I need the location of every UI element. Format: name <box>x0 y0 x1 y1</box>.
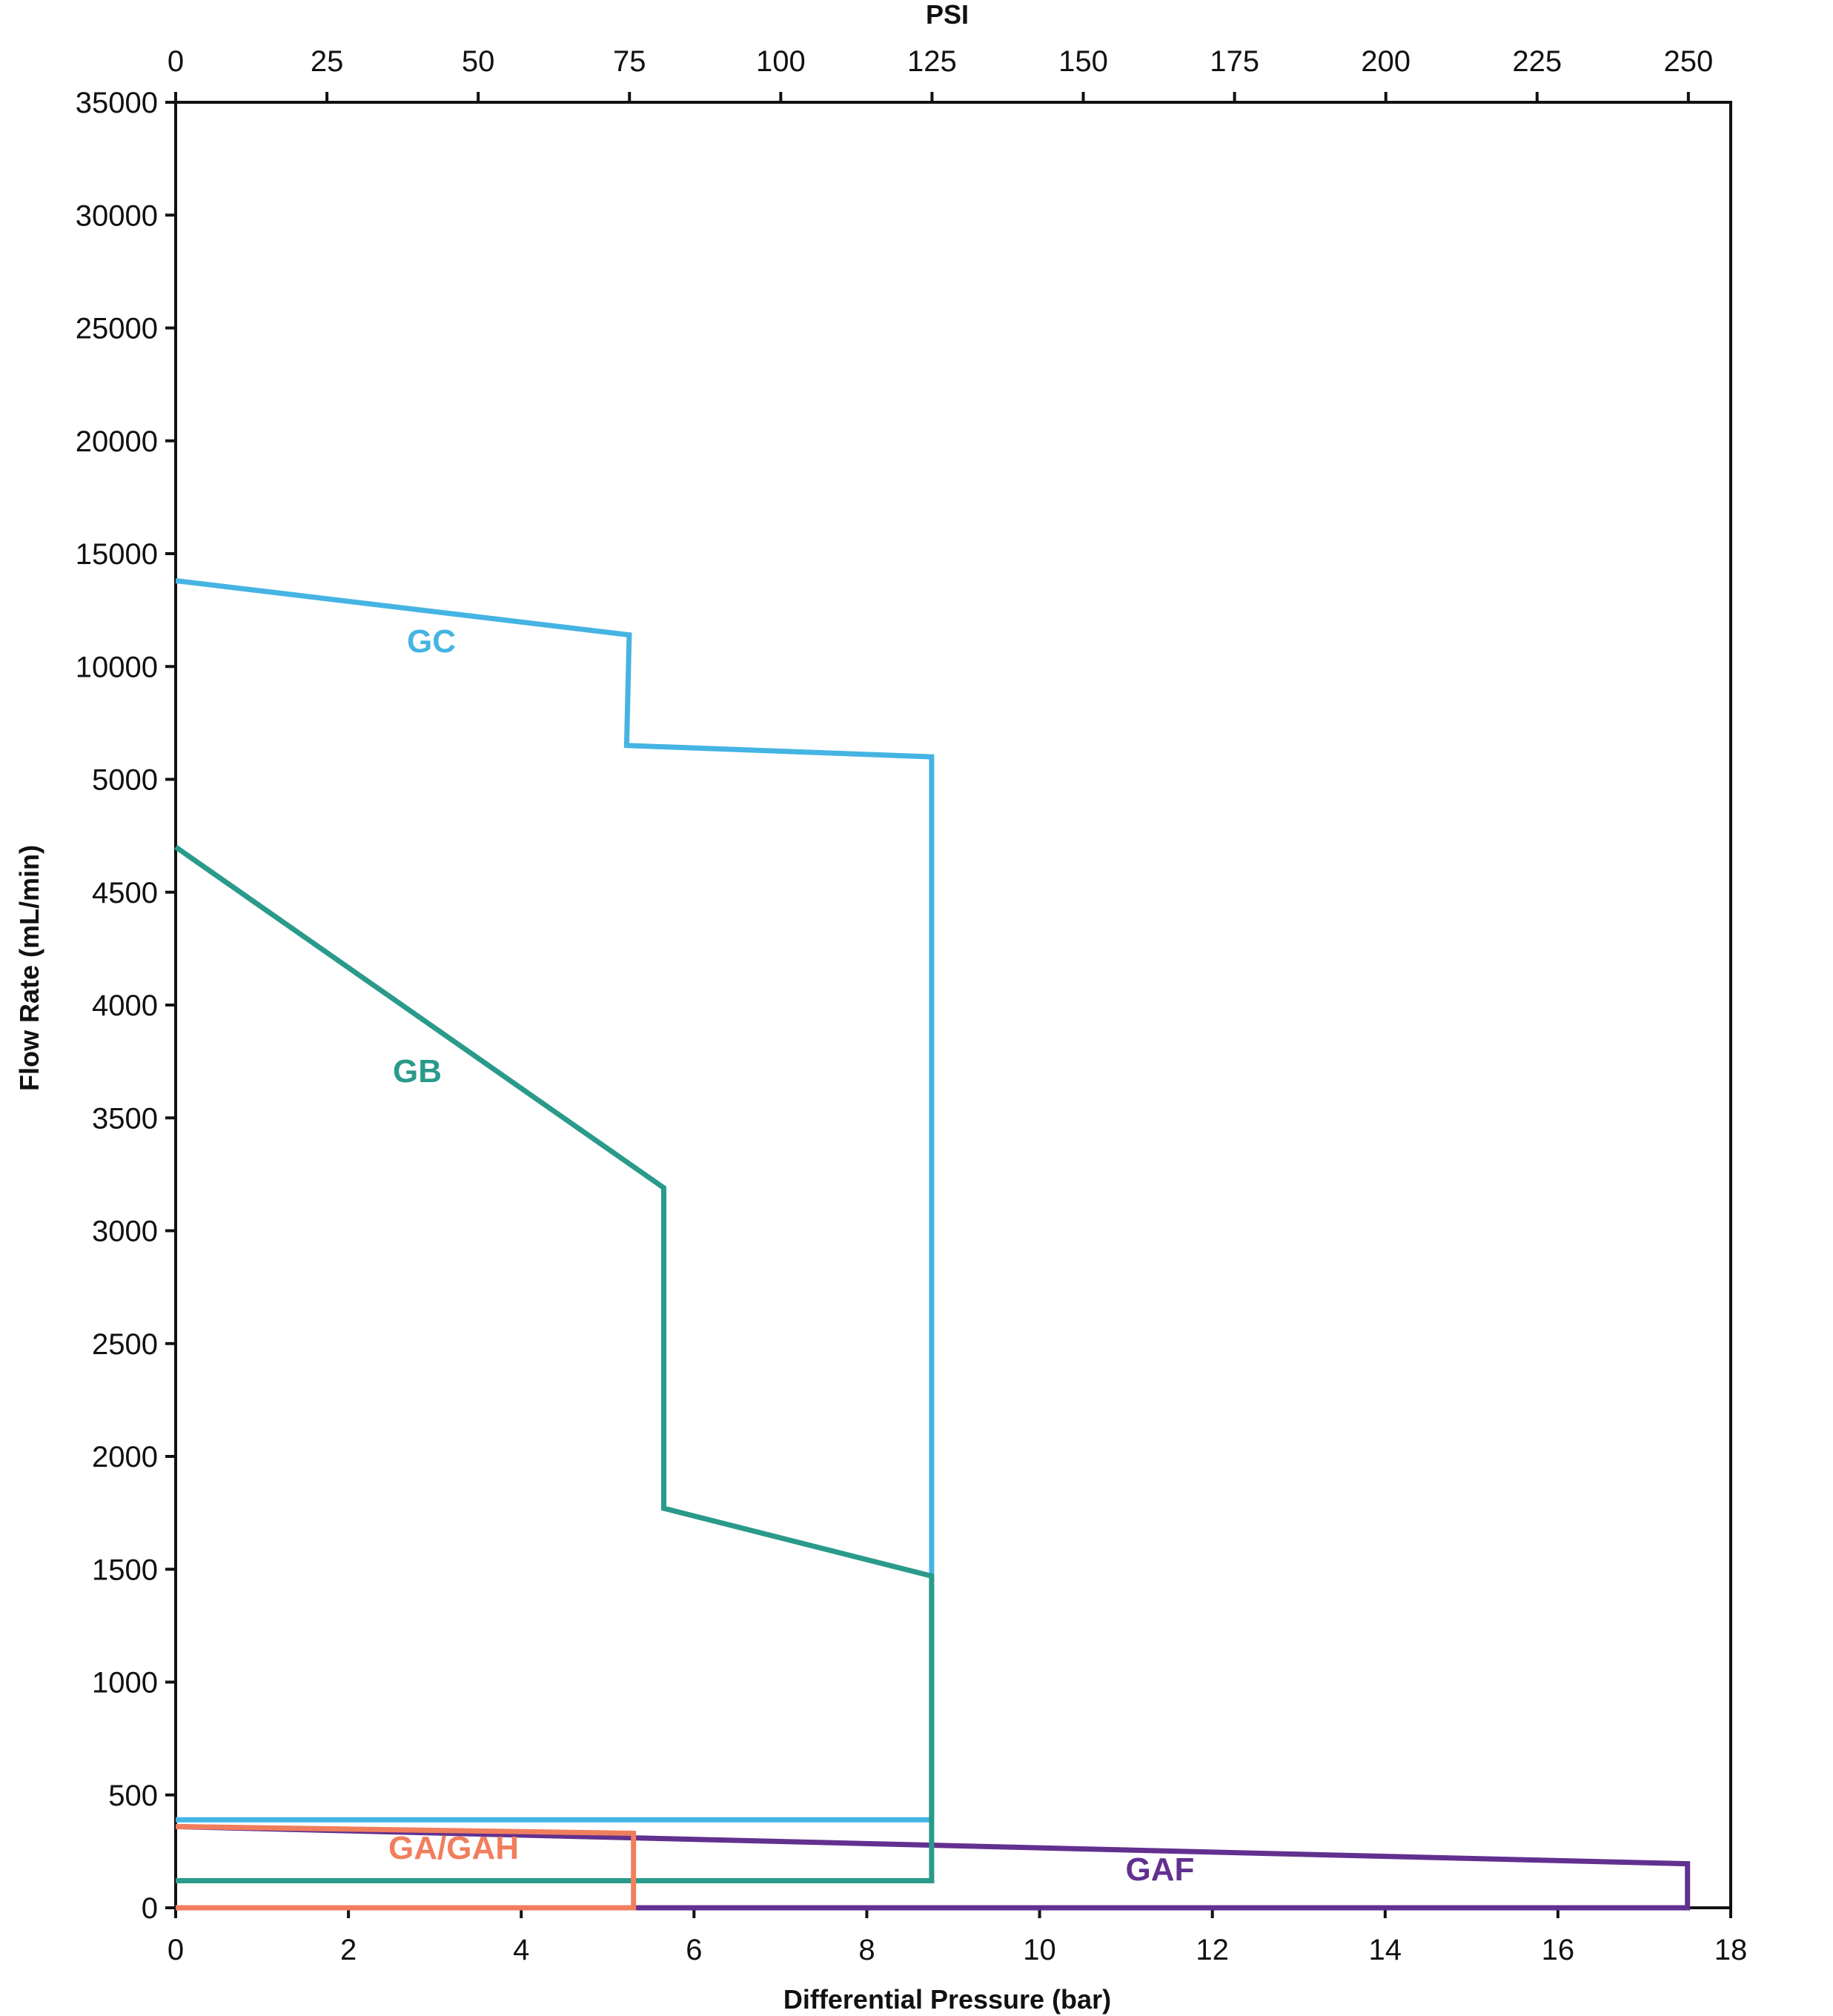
y-tick-label: 20000 <box>76 425 158 458</box>
y-tick-label: 500 <box>108 1780 158 1812</box>
y-tick-label: 3000 <box>92 1216 158 1248</box>
plot-frame <box>174 101 1732 1909</box>
y-tick-label: 15000 <box>76 538 158 571</box>
top-tick-label: 50 <box>462 45 495 78</box>
y-tick-label: 2500 <box>92 1328 158 1361</box>
top-tick-label: 25 <box>311 45 344 78</box>
series-gaf-label: GAF <box>1126 1851 1195 1888</box>
x-tick-label: 0 <box>168 1934 184 1966</box>
x-tick-label: 2 <box>340 1934 357 1966</box>
top-tick-label: 0 <box>168 45 184 78</box>
top-tick-label: 225 <box>1512 45 1562 78</box>
top-tick-label: 250 <box>1663 45 1713 78</box>
series-gb-line <box>173 844 935 1883</box>
y-tick-label: 1500 <box>92 1554 158 1586</box>
top-tick-label: 150 <box>1058 45 1108 78</box>
y-tick-label: 4000 <box>92 989 158 1022</box>
top-tick-label: 175 <box>1210 45 1259 78</box>
top-tick-label: 200 <box>1361 45 1411 78</box>
y-tick-label: 35000 <box>76 87 158 119</box>
axes: 0500100015002000250030003500400045005000… <box>76 45 1747 1966</box>
y-tick-label: 10000 <box>76 651 158 683</box>
x-tick-label: 12 <box>1196 1934 1229 1966</box>
series-ga-gah-line <box>175 1823 637 1911</box>
top-tick-label: 100 <box>756 45 806 78</box>
top-tick-label: 75 <box>613 45 646 78</box>
y-tick-label: 0 <box>142 1892 158 1925</box>
labels-group: PSI Differential Pressure (bar) Flow Rate … <box>14 0 1194 2015</box>
y-tick-label: 30000 <box>76 199 158 232</box>
y-tick-label: 2000 <box>92 1441 158 1473</box>
y-tick-label: 1000 <box>92 1667 158 1700</box>
y-tick-label: 25000 <box>76 313 158 345</box>
y-tick-label: 5000 <box>92 764 158 797</box>
x-tick-label: 14 <box>1369 1934 1402 1966</box>
top-tick-label: 125 <box>907 45 957 78</box>
top-axis-title: PSI <box>926 0 969 30</box>
x-axis-title: Differential Pressure (bar) <box>783 1984 1111 2015</box>
x-tick-label: 8 <box>858 1934 875 1966</box>
x-tick-label: 6 <box>686 1934 702 1966</box>
x-tick-label: 18 <box>1714 1934 1748 1966</box>
y-tick-label: 3500 <box>92 1102 158 1135</box>
x-tick-label: 10 <box>1023 1934 1056 1966</box>
x-tick-label: 16 <box>1542 1934 1575 1966</box>
series-group <box>173 578 1691 1911</box>
y-tick-label: 4500 <box>92 877 158 909</box>
series-gc-label: GC <box>407 623 456 660</box>
y-axis-title: Flow Rate (mL/min) <box>14 845 44 1091</box>
series-gc-line <box>175 578 935 1823</box>
series-gb-label: GB <box>393 1053 442 1090</box>
series-ga-gah-label: GA/GAH <box>388 1830 519 1866</box>
x-tick-label: 4 <box>513 1934 529 1966</box>
